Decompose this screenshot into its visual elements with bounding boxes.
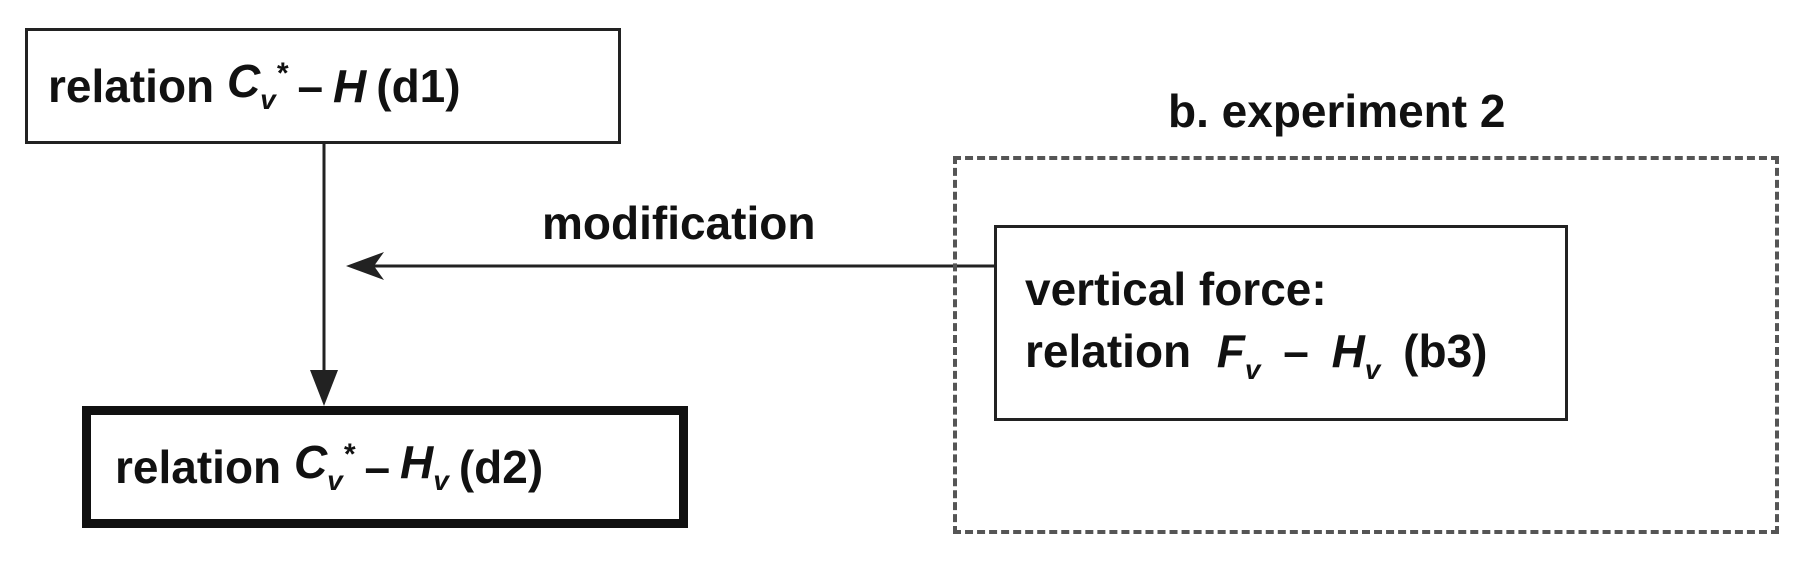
node-d2-word: relation [115, 441, 282, 493]
node-b3-line2: relation Fv – Hv (b3) [1025, 320, 1487, 389]
node-d2-rhs: Hv [400, 439, 449, 495]
node-b3-rhs-sub: v [1364, 353, 1381, 385]
node-d2-lhs-sup: * [342, 438, 355, 471]
node-b3-lhs-sub: v [1244, 353, 1261, 385]
experiment-2-label: b. experiment 2 [1168, 85, 1506, 137]
node-d2-rhs-symbol: H [400, 436, 434, 488]
node-b3-tag: (b3) [1403, 324, 1488, 377]
node-d1-lhs: Cv* [227, 58, 288, 114]
node-d1-rhs-symbol: H [333, 60, 367, 112]
node-d2-lhs: Cv* [294, 439, 355, 495]
node-d1-operator: – [297, 60, 324, 112]
node-b3-lhs-symbol: F [1216, 324, 1245, 377]
node-d1-lhs-symbol: C [226, 55, 261, 107]
node-d1-lhs-sup: * [275, 57, 288, 90]
node-d1-lhs-sub: v [260, 84, 276, 115]
node-d2-lhs-sub: v [327, 465, 343, 496]
node-b3-word: relation [1025, 324, 1192, 377]
node-b3-lhs: Fv [1216, 324, 1273, 385]
node-d2-rhs-sub: v [433, 465, 449, 496]
node-b3: vertical force: relation Fv – Hv (b3) [994, 225, 1568, 421]
node-b3-rhs-symbol: H [1331, 324, 1365, 377]
node-d2-operator: – [364, 441, 391, 493]
node-b3-rhs: Hv [1331, 324, 1394, 385]
experiment-2-group [953, 156, 1779, 534]
node-d1-tag: (d1) [376, 60, 461, 112]
node-b3-operator: – [1283, 324, 1309, 377]
modification-label: modification [542, 197, 816, 249]
arrowhead-modification [346, 252, 384, 280]
node-d1: relation Cv* – H (d1) [25, 28, 621, 144]
node-d1-word: relation [48, 60, 215, 112]
node-b3-line1: vertical force: [1025, 262, 1327, 315]
node-d2-tag: (d2) [458, 441, 544, 493]
node-d2-lhs-symbol: C [293, 436, 328, 488]
node-d2: relation Cv* – Hv (d2) [82, 406, 688, 528]
arrowhead-d2 [310, 370, 338, 406]
